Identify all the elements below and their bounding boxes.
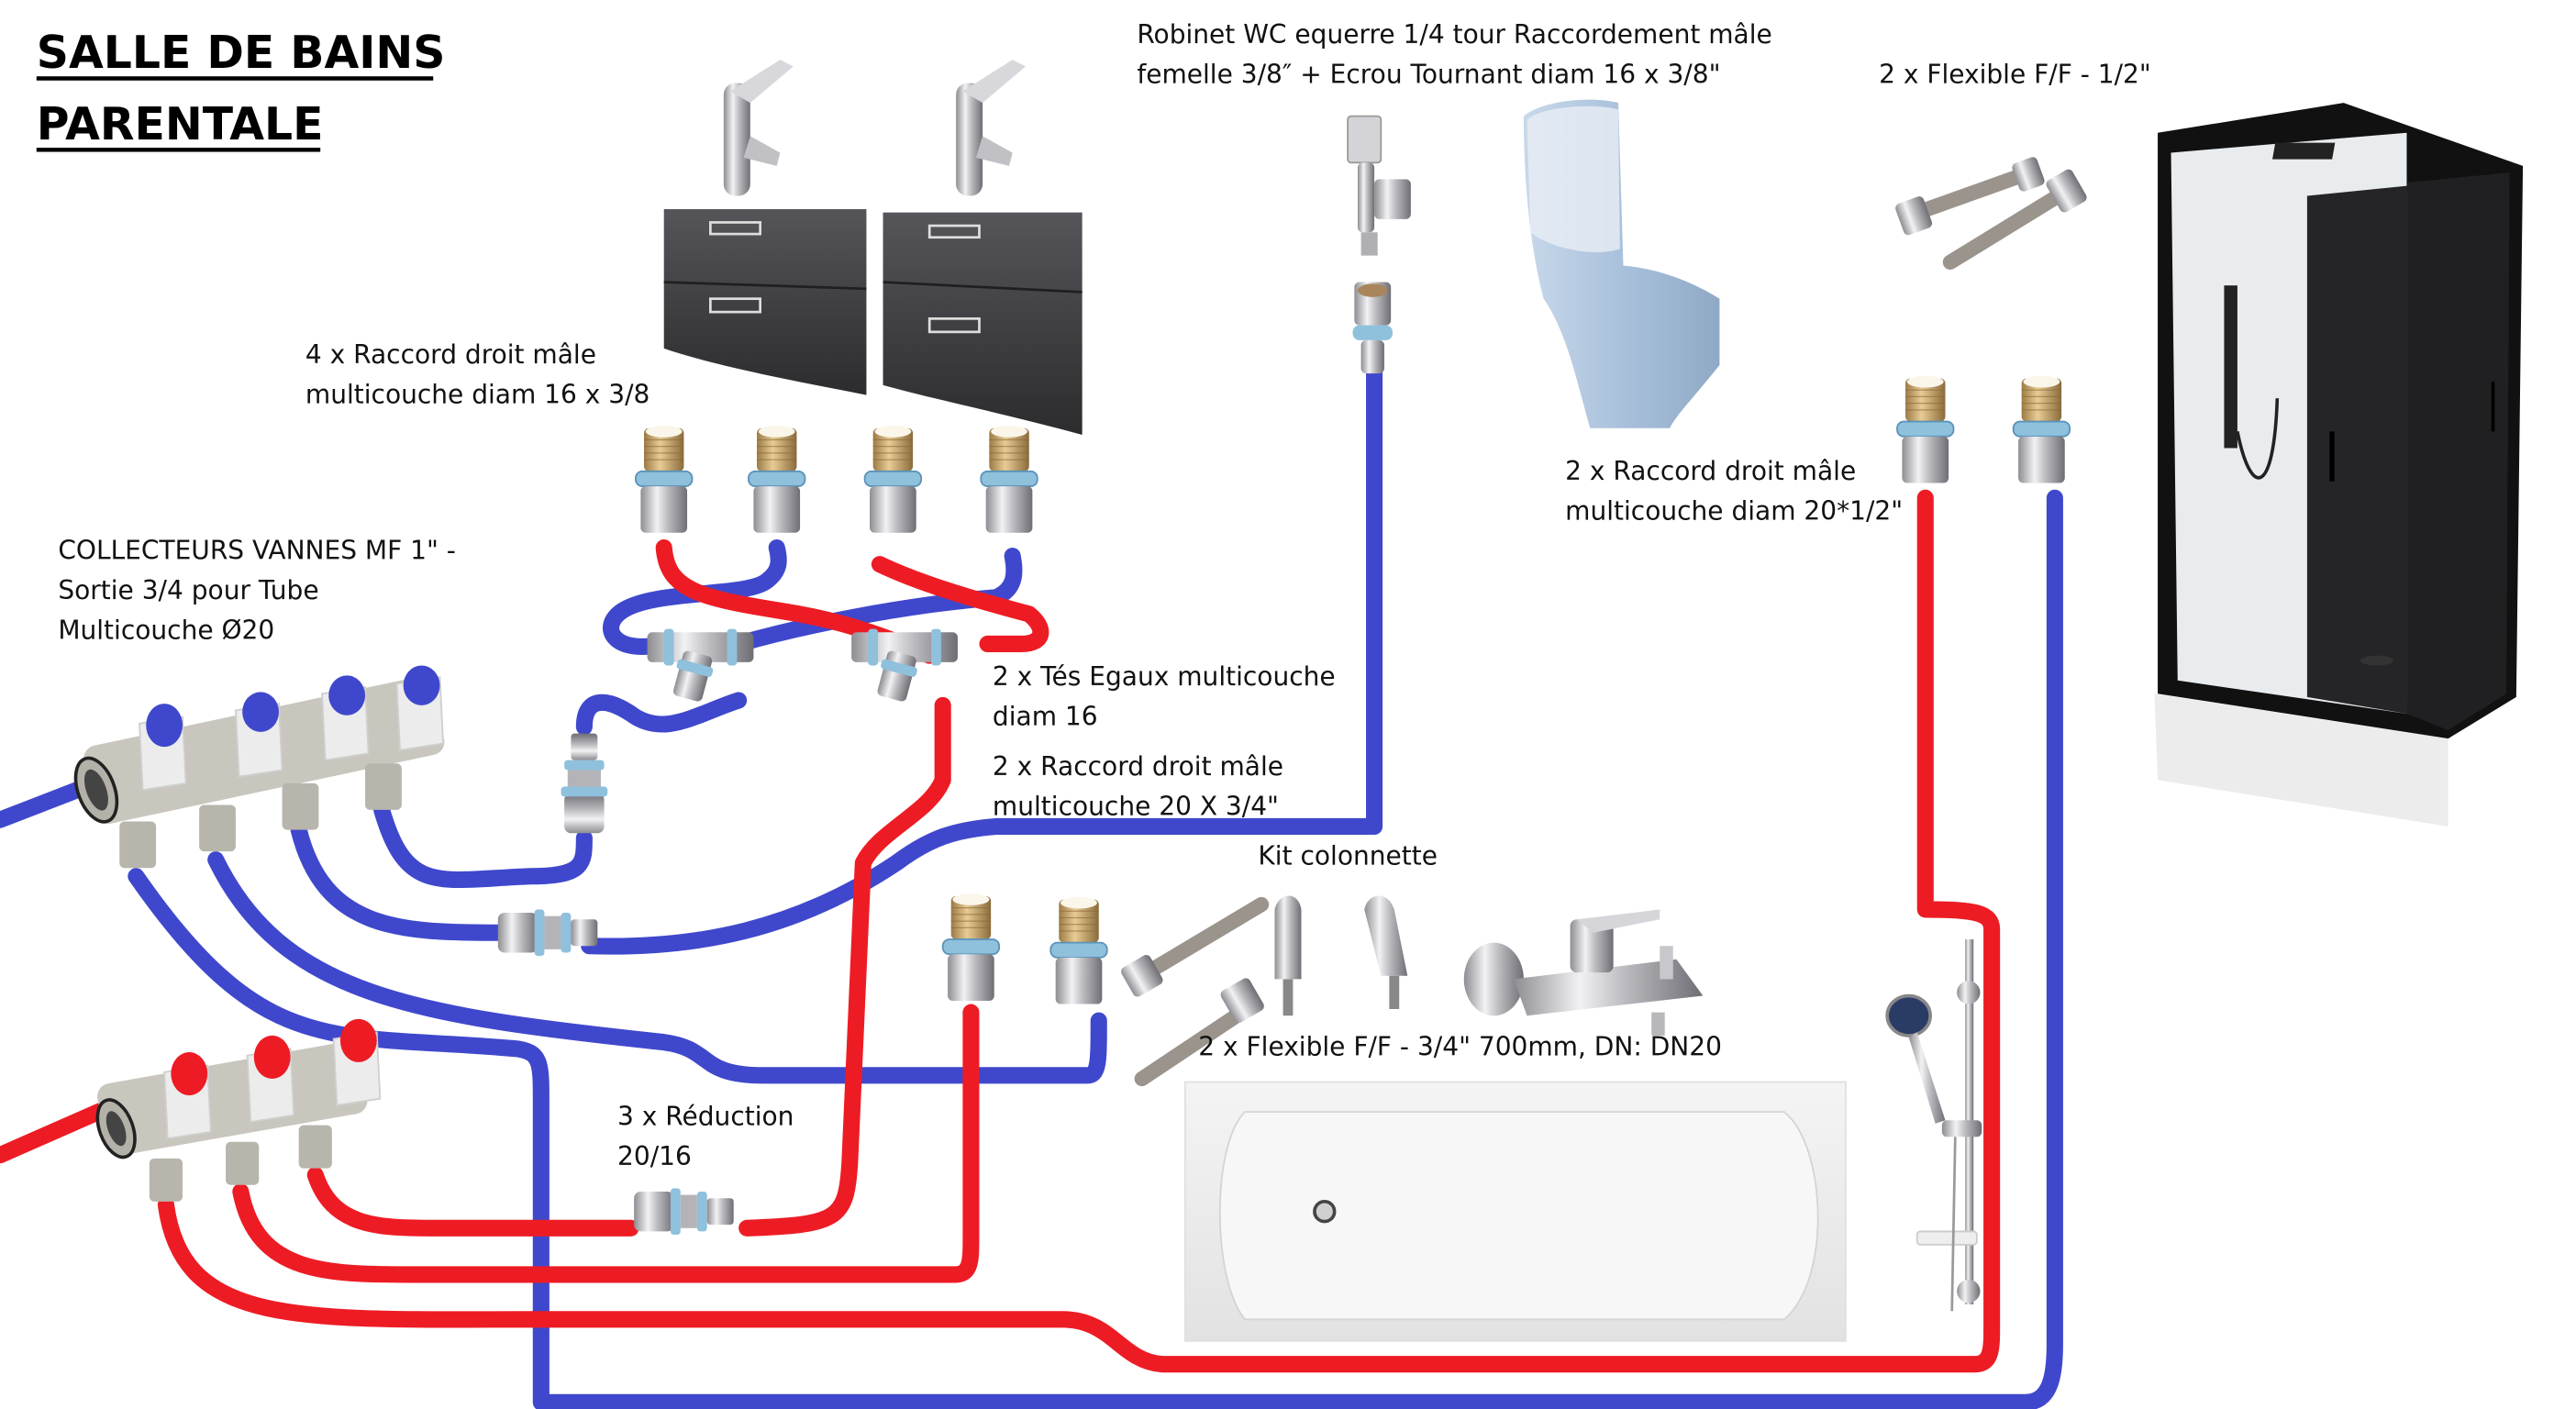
hot-pipe-outlet-2-bath: [232, 1004, 980, 1283]
valve-cap-hot-3[interactable]: [332, 1018, 382, 1106]
basin-tap-1: [723, 60, 794, 196]
label-line: multicouche diam 16 x 3/8: [305, 380, 650, 410]
label-line: 2 x Flexible F/F - 1/2": [1879, 59, 2151, 89]
cold-pipe-outlet-3: [290, 821, 506, 941]
bath-shower-mixer: [1463, 909, 1704, 1036]
cold-pipe-outlet-1-shower: [128, 489, 2063, 1409]
reduction-horizontal-hot: [634, 1188, 734, 1236]
manifold-body: [97, 1041, 368, 1156]
valve-cap-hot-1[interactable]: [163, 1052, 212, 1140]
flexible-half-inch-pair: [1895, 157, 2087, 270]
label-line: 3 x Réduction: [617, 1102, 794, 1132]
hot-pipe-basin-2: [871, 556, 1049, 653]
hot-pipe-outlet-1-shower: [157, 489, 2001, 1373]
shower-cabin: [2154, 103, 2524, 827]
label-line: Multicouche Ø20: [58, 616, 274, 646]
label-line: Kit colonnette: [1258, 841, 1438, 871]
hot-pipe-outlet-3: [306, 1166, 639, 1237]
label-robinet-wc: Robinet WC equerre 1/4 tour Raccordement…: [1137, 19, 1771, 89]
vanity-unit-1: [663, 208, 867, 395]
vanity-unit-2: [883, 212, 1083, 436]
hot-manifold: [95, 1018, 382, 1202]
colonnette-right: [1364, 895, 1408, 1009]
valve-cap-cold-2[interactable]: [235, 692, 283, 778]
raccord-20-34-cold: [1049, 895, 1108, 1005]
label-line: 2 x Raccord droit mâle: [1565, 456, 1856, 486]
manifold-outlet: [226, 1141, 260, 1185]
valve-cap-cold-4[interactable]: [395, 665, 444, 751]
raccord-20-34-hot: [941, 893, 1001, 1002]
reduction-vertical: [561, 733, 608, 834]
page-title: SALLE DE BAINS PARENTALE: [36, 27, 446, 152]
label-line: 2 x Raccord droit mâle: [993, 751, 1283, 782]
colonnette-left: [1274, 895, 1302, 1016]
raccord-16-2: [748, 425, 806, 534]
valve-cap-cold-3[interactable]: [321, 675, 370, 761]
title-line-2: PARENTALE: [37, 98, 324, 150]
cold-pipe-outlet-4: [373, 801, 593, 889]
manifold-inlet-nut: [73, 756, 119, 824]
label-collecteurs: COLLECTEURS VANNES MF 1" - Sortie 3/4 po…: [58, 536, 456, 646]
label-line: Robinet WC equerre 1/4 tour Raccordement…: [1137, 19, 1771, 50]
label-line: diam 16: [993, 702, 1098, 732]
title-underline-2: [36, 148, 321, 152]
hot-water-pipes: [0, 489, 2001, 1373]
valve-cap-hot-2[interactable]: [246, 1035, 295, 1123]
title-underline-1: [36, 76, 434, 81]
tee-fitting-hot: [851, 628, 958, 703]
bathtub: [1183, 1081, 1847, 1342]
label-raccord-16: 4 x Raccord droit mâle multicouche diam …: [305, 339, 650, 409]
label-raccord-20-34: 2 x Raccord droit mâle multicouche 20 X …: [993, 751, 1283, 821]
label-line: multicouche diam 20*1/2": [1565, 495, 1903, 526]
wc-angle-valve: [1347, 115, 1411, 256]
label-flexible-34: 2 x Flexible F/F - 3/4" 700mm, DN: DN20: [1198, 1032, 1722, 1062]
manifold-outlets: [119, 763, 402, 869]
manifold-inlet-nut: [95, 1098, 137, 1159]
raccord-20-half-hot: [1896, 374, 1955, 484]
wc-toilet: [1523, 99, 1720, 428]
raccord-16-1: [635, 425, 694, 534]
raccord-20-34-pair: [941, 893, 1108, 1005]
shower-slide-bar: [1885, 939, 1982, 1312]
label-line: COLLECTEURS VANNES MF 1" -: [58, 536, 456, 566]
cold-water-pipes: [0, 365, 2063, 1409]
raccord-16-4: [980, 425, 1038, 534]
label-line: 2 x Flexible F/F - 3/4" 700mm, DN: DN20: [1198, 1032, 1722, 1062]
cold-pipe-outlet-2-bath: [207, 851, 1107, 1084]
raccord-20-half-cold: [2012, 374, 2071, 484]
wc-nut-fitting: [1352, 282, 1393, 374]
basin-tap-2: [956, 60, 1027, 196]
label-tes-egaux: 2 x Tés Egaux multicouche diam 16: [993, 661, 1336, 731]
label-line: multicouche 20 X 3/4": [993, 791, 1279, 821]
hot-supply-pipe: [0, 1098, 118, 1164]
title-line-1: SALLE DE BAINS: [37, 27, 446, 79]
label-line: 2 x Tés Egaux multicouche: [993, 661, 1336, 692]
label-flexible-half: 2 x Flexible F/F - 1/2": [1879, 59, 2151, 89]
manifold-outlet: [149, 1158, 183, 1202]
raccord-16-3: [863, 425, 923, 534]
cold-manifold: [73, 665, 445, 869]
hot-pipe-to-tee: [738, 696, 951, 1237]
label-reduction: 3 x Réduction 20/16: [617, 1102, 794, 1171]
tee-fitting-cold: [647, 628, 754, 703]
cold-pipe-tee-left-basin-2: [730, 548, 1023, 653]
label-line: 20/16: [617, 1141, 692, 1171]
label-line: femelle 3/8″ + Ecrou Tournant diam 16 x …: [1137, 59, 1720, 89]
valve-cap-cold-1[interactable]: [139, 704, 187, 792]
flexible-34-pair: [1121, 896, 1270, 1087]
label-kit-colonnette: Kit colonnette: [1258, 841, 1438, 871]
label-raccord-20-half: 2 x Raccord droit mâle multicouche diam …: [1565, 456, 1903, 526]
raccord-16-group: [635, 425, 1038, 534]
label-line: Sortie 3/4 pour Tube: [58, 575, 318, 605]
manifold-outlet: [298, 1125, 332, 1169]
cold-pipe-tee-left-basin-1: [603, 538, 787, 655]
cold-pipe-to-tee: [575, 692, 748, 736]
label-line: 4 x Raccord droit mâle: [305, 339, 596, 370]
